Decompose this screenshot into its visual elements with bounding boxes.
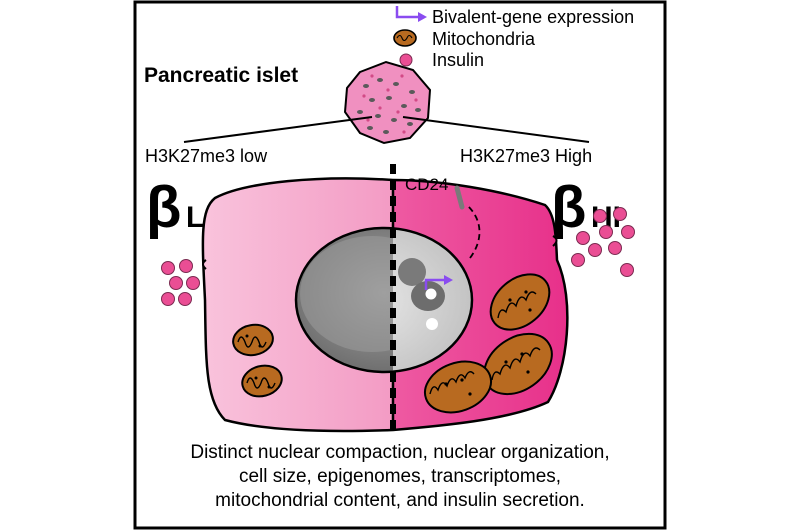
beta-lo-cell	[201, 177, 393, 433]
insulin-granule-icon	[399, 53, 413, 67]
cd24-receptor	[454, 185, 465, 210]
insulin-granules-left	[161, 259, 200, 306]
mitochondrion	[483, 332, 553, 396]
beta-lo-symbol: β	[146, 175, 181, 240]
beta-hi-symbol: β	[551, 175, 586, 240]
expression-to-cd24-arrow	[467, 205, 481, 259]
heterochromatin-spot	[398, 258, 426, 286]
zoom-line-left	[183, 116, 373, 143]
membrane-bump	[552, 235, 558, 247]
insulin-granules-right	[571, 207, 635, 277]
mitochondrion	[424, 360, 492, 414]
arrow-icon	[395, 6, 427, 22]
caption-line: Distinct nuclear compaction, nuclear org…	[190, 442, 609, 463]
legend-label: Mitochondria	[432, 29, 536, 49]
mitochondrion	[232, 323, 274, 357]
bivalent-gene-arrow	[424, 275, 453, 290]
cd24-label: CD24	[405, 175, 448, 194]
mitochondrion-icon	[393, 29, 417, 47]
membrane-bump	[202, 259, 207, 270]
mitochondrion	[241, 364, 283, 398]
pancreatic-islet	[343, 60, 432, 145]
islet-title: Pancreatic islet	[144, 64, 298, 87]
caption-line: cell size, epigenomes, transcriptomes,	[239, 466, 561, 487]
h3k-label-low: H3K27me3 low	[145, 146, 268, 166]
zoom-line-right	[402, 116, 590, 143]
legend-label: Insulin	[432, 50, 484, 70]
mitochondrion	[489, 273, 551, 331]
h3k-label-high: H3K27me3 High	[460, 146, 592, 166]
caption-line: mitochondrial content, and insulin secre…	[215, 490, 585, 511]
legend-label: Bivalent-gene expression	[432, 7, 634, 27]
